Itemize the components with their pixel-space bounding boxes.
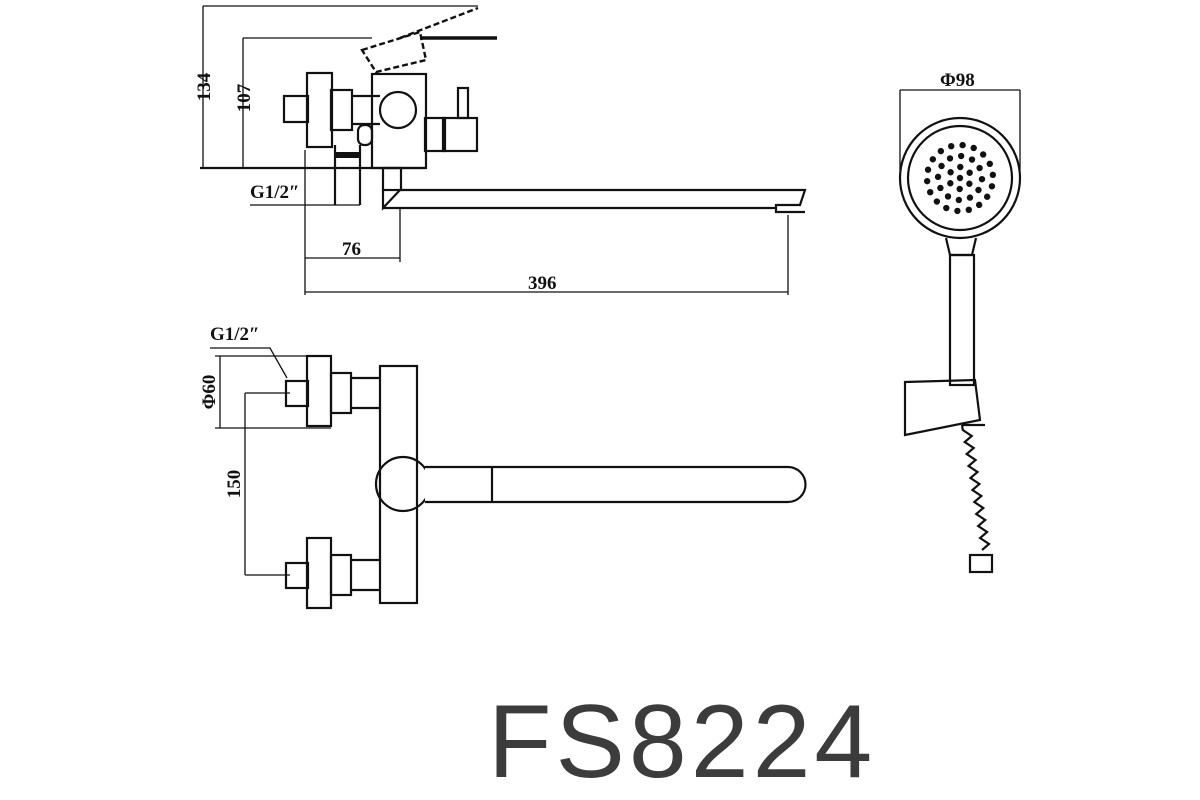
spray-hole: [956, 185, 963, 193]
thread-mark: [335, 152, 360, 158]
spray-hole: [938, 162, 945, 170]
hose-nut: [968, 553, 994, 574]
spray-hole: [927, 188, 934, 196]
shower-handle: [948, 253, 976, 387]
dim-thread-top: G1/2″: [210, 324, 260, 345]
spray-hole: [966, 169, 973, 176]
model-title: FS8224: [488, 684, 877, 800]
top-view: Φ60 150 G1/2″: [199, 324, 807, 610]
dim-head-diameter: Φ98: [940, 70, 975, 91]
spray-hole: [965, 206, 972, 214]
shower-head: [898, 116, 1022, 240]
spray-hole: [948, 142, 955, 150]
spray-hole: [979, 151, 987, 158]
spray-holes: [923, 141, 997, 215]
dim-thread-side: G1/2″: [250, 182, 300, 203]
spray-hole: [978, 175, 986, 183]
spray-hole: [975, 201, 983, 209]
spray-hole: [983, 193, 991, 200]
dim-offset: 76: [342, 239, 361, 260]
spray-hole: [989, 171, 997, 179]
spray-hole: [929, 156, 937, 163]
spray-hole: [955, 196, 963, 204]
spray-hole: [966, 194, 974, 201]
dim-total-height: 134: [194, 72, 215, 101]
spray-hole: [975, 186, 982, 194]
spray-hole: [968, 156, 976, 163]
spray-hole: [966, 180, 973, 187]
spray-hole: [957, 152, 965, 160]
spray-hole: [934, 173, 942, 181]
dim-flange-diameter: Φ60: [199, 375, 220, 410]
spray-hole: [933, 198, 941, 205]
spray-hole: [947, 169, 954, 176]
spray-hole: [976, 164, 983, 172]
spray-hole: [954, 207, 961, 215]
shower-holder: [903, 378, 982, 437]
spray-hole: [988, 183, 996, 190]
dim-body-height: 107: [234, 83, 255, 112]
spray-hole: [986, 160, 993, 168]
spray-hole: [959, 141, 966, 149]
side-view: 134 107 G1/2″ 76 396: [194, 5, 807, 295]
spray-hole: [923, 177, 931, 185]
spray-hole: [957, 163, 964, 171]
dim-center-distance: 150: [224, 470, 245, 499]
mixer-body: [370, 72, 428, 170]
hand-shower: Φ98: [898, 70, 1022, 574]
spray-hole: [937, 184, 944, 192]
spray-hole: [947, 180, 954, 187]
dim-spout-length: 396: [528, 273, 557, 294]
spray-hole: [943, 204, 950, 212]
spray-hole: [944, 193, 952, 200]
diverter-knob: [378, 90, 418, 130]
mixer-body-top: [378, 364, 419, 605]
shower-hose: [960, 424, 991, 551]
spray-hole: [946, 155, 954, 162]
spray-hole: [956, 174, 964, 182]
spray-hole: [970, 144, 977, 152]
spray-hole: [924, 166, 932, 173]
spray-hole: [937, 147, 945, 155]
